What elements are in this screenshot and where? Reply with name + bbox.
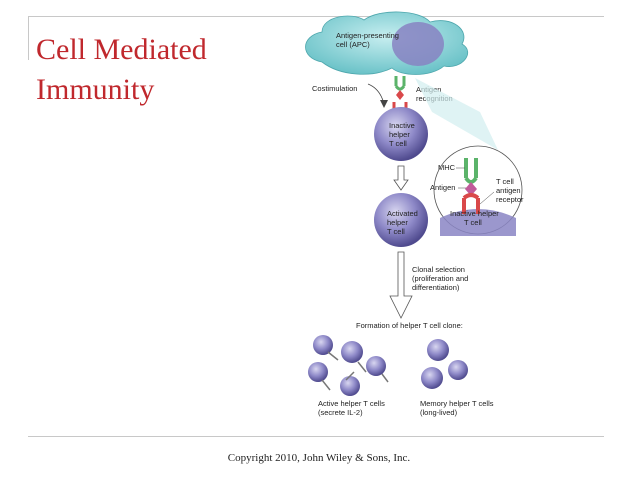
mhc-label: MHC <box>438 163 456 172</box>
active-cell <box>308 362 328 382</box>
tcr-pointer <box>479 191 495 205</box>
zoom-inactive-label-1: Inactive helper <box>450 209 499 218</box>
inactive-label-1: Inactive <box>389 121 415 130</box>
inactive-label-3: T cell <box>389 139 407 148</box>
apc-label-1: Antigen-presenting <box>336 31 399 40</box>
zoom-tcr <box>462 193 480 214</box>
clonal-label-2: (proliferation and <box>412 274 468 283</box>
zoom-wedge <box>415 78 498 150</box>
activated-label-2: helper <box>387 218 408 227</box>
inactive-label-2: helper <box>389 130 410 139</box>
title-line-1: Cell Mediated <box>36 33 207 66</box>
activated-t-cell <box>374 193 428 247</box>
bottom-rule <box>28 436 604 437</box>
memory-cell <box>427 339 449 361</box>
clonal-label-3: differentiation) <box>412 283 460 292</box>
memory-cell <box>448 360 468 380</box>
title-line-2: Immunity <box>36 73 155 106</box>
slide-title: Cell Mediated Immunity <box>36 30 276 110</box>
antigen-label: Antigen <box>430 183 455 192</box>
memory-cells-label-2: (long-lived) <box>420 408 458 417</box>
apc-label-2: cell (APC) <box>336 40 370 49</box>
top-rule <box>28 16 604 17</box>
tcr-label-1: T cell <box>496 177 514 186</box>
active-cell <box>313 335 333 355</box>
il2-arrow <box>345 371 355 381</box>
costimulation-label: Costimulation <box>312 84 357 93</box>
il2-arrow <box>327 351 339 361</box>
mhc-receptor-top <box>394 76 406 91</box>
active-cell <box>340 376 360 396</box>
costimulation-arrowhead <box>380 100 388 108</box>
zoom-t-membrane <box>440 209 516 236</box>
clonal-label-1: Clonal selection <box>412 265 465 274</box>
memory-cells-label-1: Memory helper T cells <box>420 399 494 408</box>
zoom-inactive-label-2: T cell <box>464 218 482 227</box>
copyright-footer: Copyright 2010, John Wiley & Sons, Inc. <box>227 452 411 464</box>
activated-label-3: T cell <box>387 227 405 236</box>
left-rule <box>28 16 29 60</box>
activated-label-1: Activated <box>387 209 418 218</box>
tcr-label-2: antigen <box>496 186 521 195</box>
formation-label: Formation of helper T cell clone: <box>356 321 463 330</box>
memory-cell <box>421 367 443 389</box>
tcr-label-3: receptor <box>496 195 524 204</box>
active-cells-label-2: (secrete IL-2) <box>318 408 363 417</box>
active-cells-label-1: Active helper T cells <box>318 399 385 408</box>
il2-arrow <box>357 361 367 373</box>
zoom-antigen <box>465 182 477 196</box>
antigen-top <box>396 90 404 100</box>
inactive-t-cell <box>374 107 428 161</box>
il2-arrow <box>321 379 331 391</box>
active-cell <box>366 356 386 376</box>
activation-arrow <box>393 165 409 191</box>
apc-nucleus <box>392 22 444 66</box>
active-cell <box>341 341 363 363</box>
il2-arrow <box>381 373 389 383</box>
clonal-arrow <box>389 251 413 319</box>
